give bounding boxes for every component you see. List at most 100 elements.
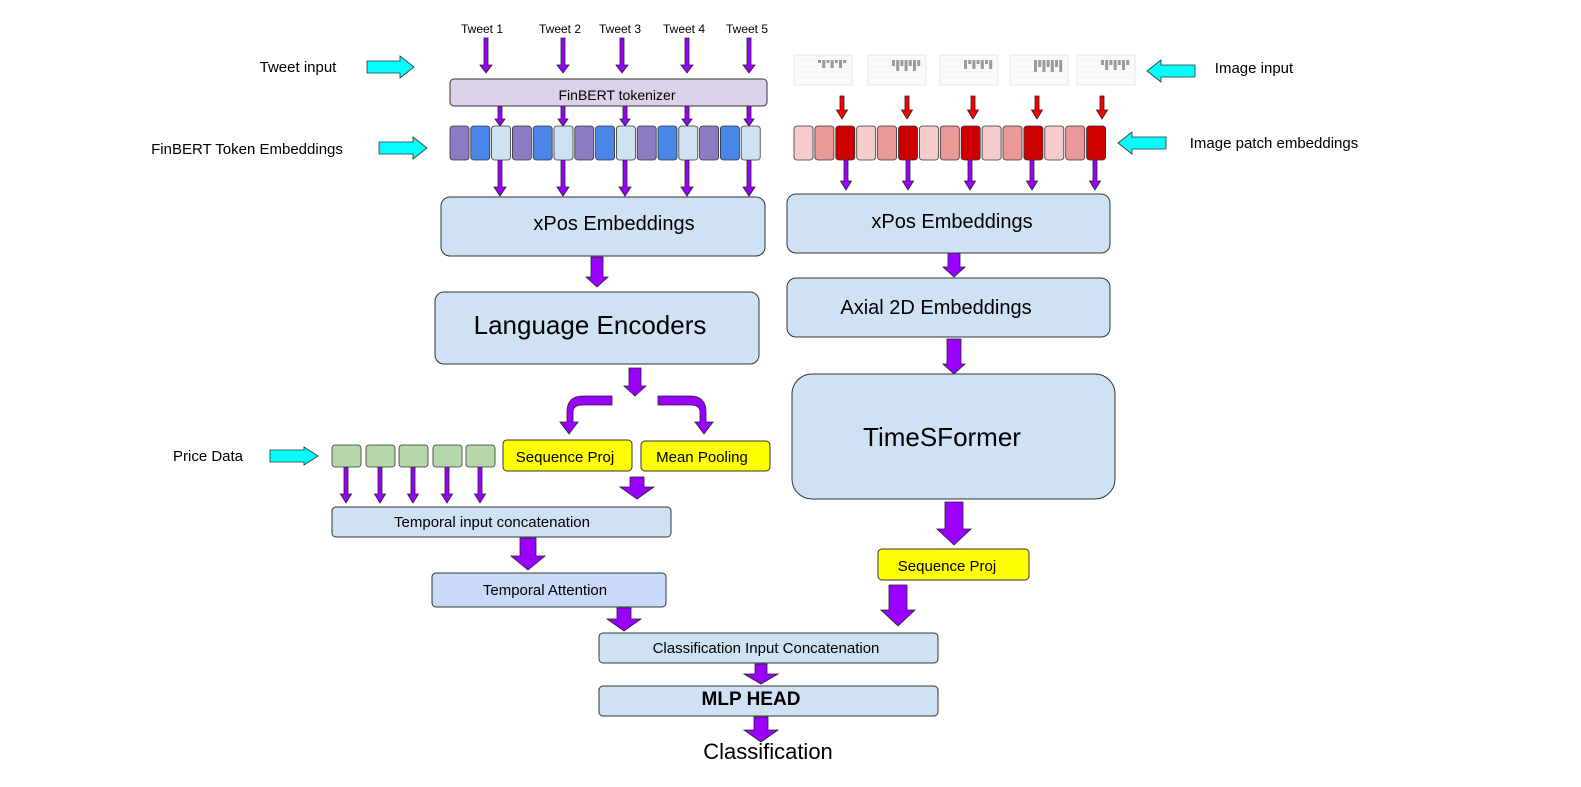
tokenizer-to-token-arrow-3 (619, 105, 631, 127)
thumbnail-bar (908, 60, 912, 66)
patch-to-xpos-arrow-5 (1088, 159, 1102, 191)
text-token-embedding (678, 125, 699, 161)
image-to-patch-arrow-2 (900, 95, 914, 120)
token-to-xpos-arrow-2 (556, 159, 570, 197)
text-token-embedding (532, 125, 553, 161)
finbert-tokenizer-label: FinBERT tokenizer (559, 87, 676, 103)
price-to-concat-arrow-3 (406, 466, 420, 504)
thumbnail-bar (1105, 60, 1109, 70)
thumbnail-bar (1046, 60, 1050, 67)
mean-pooling-block: Mean Pooling (640, 440, 771, 472)
thumbnail-bar (839, 60, 842, 68)
text-token-embedding (491, 125, 512, 161)
patch-to-xpos-arrow-1 (839, 159, 853, 191)
classification-input-concatenation-label: Classification Input Concatenation (653, 640, 880, 657)
finbert-tokenizer-block: FinBERT tokenizer (449, 78, 768, 107)
classification-output-label: Classification (703, 739, 833, 764)
image-seqproj-to-classification-arrow (879, 584, 917, 627)
text-pooled-to-concat-arrow (618, 476, 656, 500)
xpos-to-encoders-arrow (584, 256, 610, 288)
sequence-proj-text-label: Sequence Proj (516, 449, 614, 466)
xpos-embeddings-image-block: xPos Embeddings (786, 193, 1111, 254)
tokenizer-to-token-arrow-5 (743, 105, 755, 127)
xpos-embeddings-image-label: xPos Embeddings (871, 211, 1032, 233)
tokens-layer (331, 125, 1106, 468)
tweet-5-label: Tweet 5 (726, 22, 768, 36)
thumbnail-bar (985, 60, 988, 64)
mlp-head-block: MLP HEAD (598, 685, 939, 717)
curved-arrow-to-mean-pooling (657, 395, 714, 435)
image-patch-embedding (960, 125, 981, 161)
price-to-concat-arrow-1 (339, 466, 353, 504)
tweet-1-arrow (479, 37, 493, 74)
timesformer-to-seqproj-arrow (935, 501, 973, 546)
mlp-to-classification-arrow (742, 716, 780, 743)
text-token-embedding (699, 125, 719, 161)
image-patch-embedding (1065, 125, 1086, 161)
thumbnail-bar (892, 60, 895, 66)
thumbnail-bar (1101, 60, 1104, 65)
image-patch-embedding (898, 125, 918, 161)
price-token-4 (432, 444, 463, 468)
text-token-embedding (553, 125, 574, 161)
language-encoders-block: Language Encoders (434, 291, 760, 365)
image-patch-embedding (981, 125, 1002, 161)
sequence-proj-image-label: Sequence Proj (898, 558, 996, 575)
image-to-patch-arrow-1 (835, 95, 849, 120)
finbert-token-embeddings-label: FinBERT Token Embeddings (151, 141, 343, 158)
image-to-patch-arrow-5 (1095, 95, 1109, 120)
concat-to-temporal-attention-arrow (509, 537, 547, 571)
thumbnail-bar (976, 60, 980, 64)
thumbnail-bar (822, 60, 826, 68)
text-token-embedding (636, 125, 657, 161)
temporal-input-concatenation-label: Temporal input concatenation (394, 514, 590, 531)
classification-input-concatenation-block: Classification Input Concatenation (598, 632, 939, 664)
token-to-xpos-arrow-5 (742, 159, 756, 197)
token-to-xpos-arrow-1 (493, 159, 507, 197)
tweet-input-arrow (366, 55, 415, 79)
patch-to-xpos-arrow-2 (901, 159, 915, 191)
timesformer-label: TimeSFormer (863, 422, 1021, 452)
image-input-arrow (1146, 59, 1196, 83)
thumbnail-bar (1117, 60, 1121, 65)
sequence-proj-image-block: Sequence Proj (877, 548, 1030, 581)
thumbnail-bar (904, 60, 908, 71)
price-to-concat-arrow-4 (440, 466, 454, 504)
xpos-embeddings-text-block: xPos Embeddings (440, 196, 766, 257)
text-token-embedding (740, 125, 761, 161)
tweet-input-label: Tweet input (260, 59, 338, 76)
thumbnail-bar (980, 60, 984, 69)
image-patch-embedding (1023, 125, 1044, 161)
thumbnail-bar (1042, 60, 1046, 72)
xpos-embeddings-text-label: xPos Embeddings (533, 213, 694, 235)
thumbnail-bar (1059, 60, 1063, 72)
image-thumbnail-5 (1076, 54, 1136, 86)
axial-2d-embeddings-label: Axial 2D Embeddings (840, 297, 1031, 319)
thumbnail-bar (989, 60, 993, 69)
curved-arrow-to-sequence-proj (559, 395, 613, 435)
patch-to-xpos-arrow-4 (1025, 159, 1039, 191)
tweet-3-label: Tweet 3 (599, 22, 641, 36)
axial-to-timesformer-arrow (941, 338, 967, 375)
tweet-5-arrow (742, 37, 756, 74)
image-input-label: Image input (1215, 60, 1294, 77)
image-patch-embedding (1002, 125, 1023, 161)
image-patch-embedding (1044, 125, 1065, 161)
temporal-attention-to-classification-arrow (605, 607, 643, 632)
thumbnail-bar (1038, 60, 1042, 67)
price-to-concat-arrow-2 (373, 466, 387, 504)
xpos-to-axial-arrow (941, 252, 967, 278)
image-to-patch-arrow-3 (966, 95, 980, 120)
price-token-1 (331, 444, 362, 468)
thumbnail-bar (1126, 60, 1130, 65)
thumbnail-frame (939, 54, 999, 86)
language-encoders-label: Language Encoders (474, 310, 707, 340)
tweet-4-arrow (680, 37, 694, 74)
text-token-embedding (616, 125, 636, 161)
thumbnail-bar (964, 60, 967, 69)
thumbnail-bar (917, 60, 921, 66)
token-to-xpos-arrow-3 (618, 159, 632, 197)
classification-concat-to-mlp-arrow (742, 663, 780, 685)
thumbnail-bar (843, 60, 847, 63)
temporal-attention-block: Temporal Attention (431, 572, 667, 608)
